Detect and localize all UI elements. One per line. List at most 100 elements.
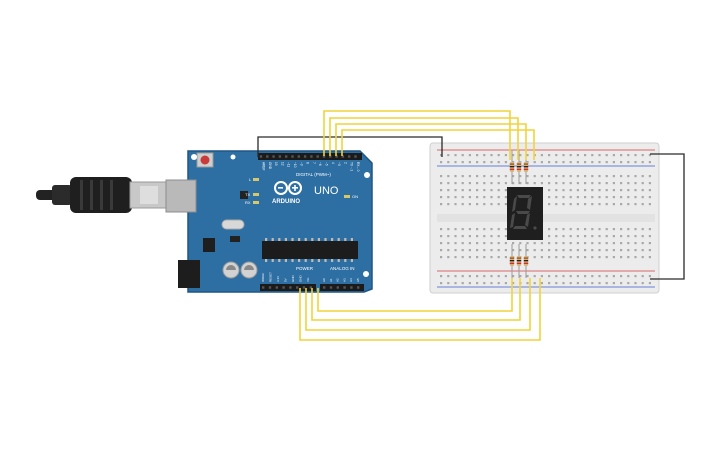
breadboard-hole[interactable] — [612, 182, 615, 185]
breadboard-hole[interactable] — [548, 242, 551, 245]
breadboard-hole[interactable] — [504, 161, 507, 164]
breadboard-hole[interactable] — [605, 235, 608, 238]
breadboard-hole[interactable] — [627, 161, 630, 164]
breadboard-hole[interactable] — [476, 189, 479, 192]
breadboard-hole[interactable] — [634, 203, 637, 206]
breadboard-hole[interactable] — [504, 196, 507, 199]
breadboard-hole[interactable] — [634, 242, 637, 245]
breadboard-hole[interactable] — [504, 228, 507, 231]
breadboard-hole[interactable] — [447, 203, 450, 206]
breadboard-hole[interactable] — [490, 182, 493, 185]
breadboard-hole[interactable] — [569, 242, 572, 245]
breadboard-hole[interactable] — [620, 282, 623, 285]
breadboard-hole[interactable] — [591, 256, 594, 259]
breadboard-hole[interactable] — [641, 228, 644, 231]
breadboard-hole[interactable] — [497, 196, 500, 199]
breadboard-hole[interactable] — [641, 161, 644, 164]
breadboard-hole[interactable] — [627, 242, 630, 245]
breadboard-hole[interactable] — [584, 154, 587, 157]
breadboard-hole[interactable] — [584, 189, 587, 192]
breadboard-hole[interactable] — [576, 189, 579, 192]
usb-cable-icon[interactable] — [36, 177, 167, 213]
header-pin-hole[interactable] — [348, 155, 351, 158]
breadboard-hole[interactable] — [634, 196, 637, 199]
header-pin-hole[interactable] — [316, 155, 319, 158]
breadboard-hole[interactable] — [548, 161, 551, 164]
breadboard-hole[interactable] — [584, 282, 587, 285]
breadboard-hole[interactable] — [620, 154, 623, 157]
breadboard-hole[interactable] — [440, 203, 443, 206]
breadboard-hole[interactable] — [548, 182, 551, 185]
breadboard-hole[interactable] — [497, 282, 500, 285]
breadboard-hole[interactable] — [483, 203, 486, 206]
breadboard-hole[interactable] — [576, 242, 579, 245]
breadboard-hole[interactable] — [548, 235, 551, 238]
breadboard-hole[interactable] — [490, 175, 493, 178]
header-pin-hole[interactable] — [297, 155, 300, 158]
header-pin-hole[interactable] — [275, 286, 278, 289]
breadboard-hole[interactable] — [490, 282, 493, 285]
breadboard-hole[interactable] — [576, 175, 579, 178]
breadboard-hole[interactable] — [526, 275, 529, 278]
breadboard-hole[interactable] — [490, 161, 493, 164]
breadboard-hole[interactable] — [648, 256, 651, 259]
breadboard-hole[interactable] — [591, 275, 594, 278]
breadboard-hole[interactable] — [497, 228, 500, 231]
breadboard-hole[interactable] — [468, 189, 471, 192]
breadboard-hole[interactable] — [476, 154, 479, 157]
breadboard-hole[interactable] — [584, 242, 587, 245]
breadboard-hole[interactable] — [620, 256, 623, 259]
breadboard-hole[interactable] — [454, 189, 457, 192]
breadboard-hole[interactable] — [569, 196, 572, 199]
resistor[interactable] — [509, 150, 515, 184]
breadboard-hole[interactable] — [612, 256, 615, 259]
breadboard-hole[interactable] — [641, 196, 644, 199]
breadboard-hole[interactable] — [641, 275, 644, 278]
breadboard-hole[interactable] — [634, 154, 637, 157]
breadboard-hole[interactable] — [440, 154, 443, 157]
breadboard-hole[interactable] — [641, 256, 644, 259]
header-pin-hole[interactable] — [268, 286, 272, 289]
breadboard-hole[interactable] — [576, 249, 579, 252]
breadboard-hole[interactable] — [440, 275, 443, 278]
breadboard-hole[interactable] — [620, 242, 623, 245]
header-pin-hole[interactable] — [272, 155, 275, 158]
breadboard-hole[interactable] — [548, 282, 551, 285]
breadboard-hole[interactable] — [490, 203, 493, 206]
breadboard-hole[interactable] — [519, 161, 522, 164]
breadboard-hole[interactable] — [648, 189, 651, 192]
breadboard-hole[interactable] — [540, 249, 543, 252]
breadboard-hole[interactable] — [648, 282, 651, 285]
header-pin-hole[interactable] — [310, 155, 313, 158]
breadboard-hole[interactable] — [548, 275, 551, 278]
breadboard-hole[interactable] — [648, 235, 651, 238]
breadboard-hole[interactable] — [497, 154, 500, 157]
breadboard-hole[interactable] — [447, 196, 450, 199]
breadboard-hole[interactable] — [476, 282, 479, 285]
breadboard-hole[interactable] — [605, 182, 608, 185]
breadboard-hole[interactable] — [447, 249, 450, 252]
breadboard-hole[interactable] — [555, 275, 558, 278]
breadboard-hole[interactable] — [598, 203, 601, 206]
breadboard-hole[interactable] — [562, 242, 565, 245]
breadboard-hole[interactable] — [447, 161, 450, 164]
header-pin-hole[interactable] — [329, 155, 332, 158]
header-pin-hole[interactable] — [302, 286, 306, 289]
breadboard-hole[interactable] — [454, 275, 457, 278]
breadboard-hole[interactable] — [591, 161, 594, 164]
breadboard-hole[interactable] — [548, 154, 551, 157]
breadboard-hole[interactable] — [483, 182, 486, 185]
breadboard-hole[interactable] — [555, 282, 558, 285]
breadboard-hole[interactable] — [447, 189, 450, 192]
breadboard-hole[interactable] — [519, 275, 522, 278]
breadboard-hole[interactable] — [627, 182, 630, 185]
breadboard-hole[interactable] — [447, 256, 450, 259]
breadboard-hole[interactable] — [526, 182, 529, 185]
breadboard-hole[interactable] — [562, 189, 565, 192]
breadboard-hole[interactable] — [598, 228, 601, 231]
breadboard-hole[interactable] — [454, 196, 457, 199]
breadboard-hole[interactable] — [447, 275, 450, 278]
breadboard-hole[interactable] — [648, 275, 651, 278]
breadboard-hole[interactable] — [555, 203, 558, 206]
header-pin-hole[interactable] — [341, 155, 345, 158]
